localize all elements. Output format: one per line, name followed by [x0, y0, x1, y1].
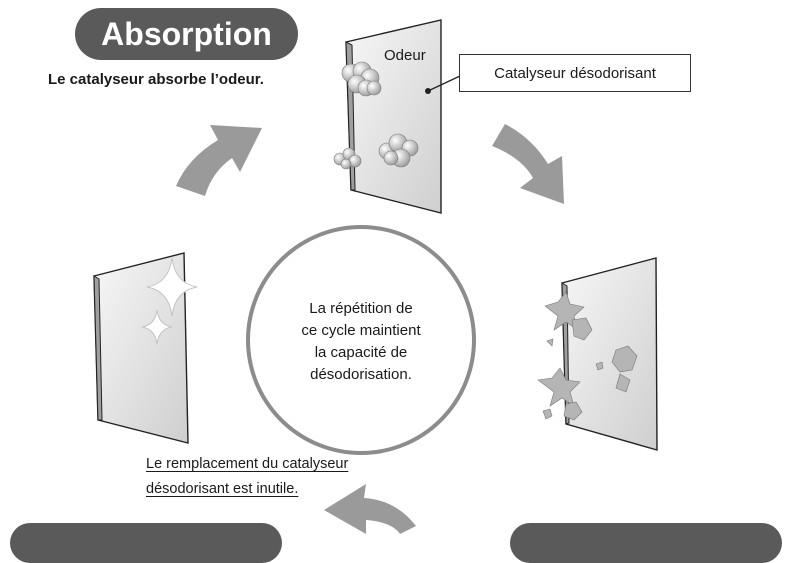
- replacement-note-line: désodorisant est inutile.: [146, 481, 299, 497]
- odor-bubbles: [333, 61, 419, 170]
- replacement-note-line: Le remplacement du catalyseur: [146, 456, 349, 472]
- decomposed-odor-fragments: [537, 291, 638, 421]
- center-ring: [246, 225, 476, 455]
- center-text-line: désodorisation.: [310, 366, 412, 383]
- center-text-line: ce cycle maintient: [301, 322, 421, 339]
- stage-pill-bottom-left: [10, 523, 282, 563]
- callout-leader: [427, 75, 461, 92]
- sparkle-icon: [141, 257, 198, 345]
- catalyst-callout: Catalyseur désodorisant: [459, 54, 691, 92]
- catalyst-panel-right: [561, 257, 658, 451]
- cycle-arrow-top-left: [176, 125, 262, 196]
- stage-pill-bottom-right: [510, 523, 782, 563]
- absorb-caption: Le catalyseur absorbe l’odeur.: [48, 71, 264, 88]
- deodorizing-cycle-diagram: [93, 19, 658, 534]
- cycle-arrow-top-right: [492, 124, 564, 204]
- catalyst-panel-left: [93, 252, 189, 444]
- center-text: La répétition de ce cycle maintient la c…: [262, 298, 460, 386]
- cycle-arrow-bottom: [324, 484, 416, 534]
- odor-label: Odeur: [384, 47, 426, 64]
- stage-title-pill: Absorption: [75, 8, 298, 60]
- center-text-line: La répétition de: [309, 300, 413, 317]
- center-text-line: la capacité de: [314, 344, 408, 361]
